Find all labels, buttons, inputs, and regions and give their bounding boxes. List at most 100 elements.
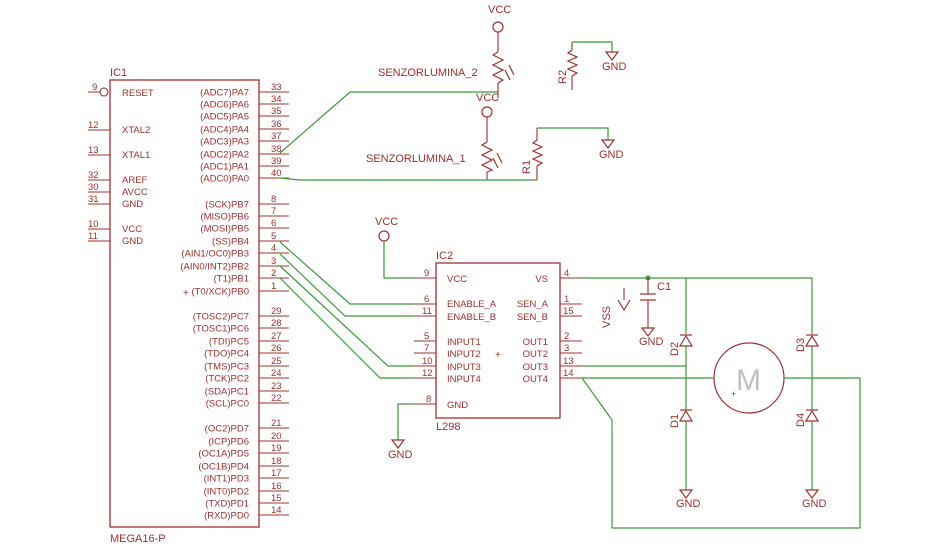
pin-name: (AIN0/INT2)PB2: [180, 262, 249, 273]
pin-name: (ADC0)PA0: [200, 174, 249, 185]
pin-name: (AIN1/OC0)PB3: [181, 249, 249, 260]
vcc-symbol: [492, 21, 504, 33]
pin-number: 14: [271, 505, 282, 516]
pin-name: INPUT4: [447, 374, 481, 385]
ic1-ref: IC1: [110, 67, 127, 79]
diode-d4: D4: [795, 409, 820, 427]
pin-name: (INT0)PD2: [204, 487, 249, 498]
pin-name: VS: [535, 274, 548, 285]
vss-symbol: [617, 299, 631, 312]
wire-pb3-enable-b: [279, 253, 414, 317]
gnd-symbol: [640, 327, 656, 337]
ic1-body: [109, 79, 260, 528]
vcc-label: VCC: [488, 4, 511, 16]
pin-number: 21: [271, 418, 282, 429]
pin-name: (SDA)PC1: [205, 387, 249, 398]
wire-vcc-ic2: [383, 241, 414, 279]
pin-name: (TOSC1)PC6: [193, 324, 249, 335]
resistor-r1: [531, 139, 544, 167]
pin-name: AVCC: [122, 187, 148, 198]
pin-name: INPUT2: [447, 349, 481, 360]
pin-number: 6: [271, 218, 276, 229]
pin-number: 4: [271, 243, 276, 254]
pin-number: 13: [88, 145, 99, 156]
pin-number: 25: [271, 356, 282, 367]
wire-ic2-gnd: [397, 403, 414, 440]
pin-name: INPUT3: [447, 362, 481, 373]
ic2-ref: IC2: [436, 250, 453, 262]
motor: M +: [713, 342, 785, 414]
gnd-symbol: [390, 439, 406, 449]
pin-name: (INT1)PD3: [204, 474, 249, 485]
diode-triangle: [804, 409, 820, 422]
pin-name: OUT3: [523, 362, 548, 373]
pin-number: 22: [271, 393, 282, 404]
pin-number: 20: [271, 431, 282, 442]
vcc-label: VCC: [476, 92, 499, 104]
gnd-symbol: [678, 489, 694, 499]
pin-number: 7: [424, 343, 429, 354]
pin-number: 3: [271, 256, 276, 267]
pin-name: XTAL2: [122, 125, 150, 136]
wire-vs-rail: [582, 277, 813, 334]
pin-name: SEN_B: [517, 312, 548, 323]
ic2-l298: IC2 L298 + 9 VCC 6 ENABLE_A 11 ENABLE_B …: [414, 250, 582, 433]
origin-cross: +: [495, 350, 501, 361]
r2-label: R2: [557, 70, 569, 84]
pin-number: 11: [422, 306, 432, 317]
pin-name: ENABLE_A: [447, 299, 497, 310]
vcc-symbol: [378, 230, 390, 242]
pin-number: 4: [564, 268, 569, 279]
wire: [572, 41, 613, 52]
c1-label: C1: [657, 281, 671, 293]
pin-number: 14: [563, 368, 574, 379]
pin-name: GND: [122, 236, 143, 247]
pin-number: 38: [271, 144, 282, 155]
pin-name: (T0/XCK)PB0: [191, 287, 249, 298]
d3-label: D3: [795, 338, 807, 352]
pin-number: 34: [271, 94, 282, 105]
pin-name: OUT2: [523, 349, 548, 360]
gnd-label: GND: [599, 149, 624, 161]
pin-number: 18: [271, 456, 282, 467]
pin-number: 40: [271, 168, 282, 179]
wire: [537, 127, 609, 140]
pin-name: (T1)PB1: [214, 274, 249, 285]
sensor-1-group: VCC SENZORLUMINA_1 R1 GND: [366, 92, 624, 180]
pin-name: XTAL1: [122, 150, 150, 161]
pin-name: (TXD)PD1: [205, 499, 249, 510]
sensor-2-label: SENZORLUMINA_2: [378, 67, 478, 79]
gnd-label: GND: [639, 336, 664, 348]
pin-number: 15: [271, 493, 282, 504]
d1-label: D1: [669, 414, 681, 428]
diode-d3: D3: [795, 334, 820, 352]
pin-name: ENABLE_B: [447, 312, 496, 323]
pin-name: GND: [122, 199, 143, 210]
pin-name: (TMS)PC3: [204, 362, 249, 373]
pin-name: AREF: [122, 175, 148, 186]
pin-name: (ADC6)PA6: [200, 100, 249, 111]
pin-name: (TDI)PC5: [209, 337, 249, 348]
r1-label: R1: [521, 160, 533, 174]
pin-number: 13: [563, 356, 574, 367]
ic2-part: L298: [436, 421, 460, 433]
pin-number: 7: [271, 206, 276, 217]
pin-number: 9: [92, 82, 97, 93]
pin-name: (MOSI)PB5: [200, 224, 249, 235]
pin-number: 15: [563, 306, 574, 317]
d2-label: D2: [669, 342, 681, 356]
pin-number: 27: [271, 331, 282, 342]
pin-name: (OC2)PD7: [205, 424, 249, 435]
gnd-label: GND: [388, 449, 413, 461]
wire-out4-loop: [581, 377, 861, 529]
wire-pa2-sensor2: [279, 91, 498, 154]
sensor-2-group: VCC SENZORLUMINA_2 R2 GND: [378, 4, 627, 98]
pin-name: (ADC1)PA1: [200, 162, 249, 173]
pin-number: 1: [271, 281, 276, 292]
pin-name: (SCL)PC0: [206, 399, 249, 410]
pin-name: (TDO)PC4: [204, 349, 249, 360]
light-arrow: [508, 64, 515, 76]
pin-name: (OC1B)PD4: [198, 462, 249, 473]
pin-name: (ADC7)PA7: [200, 88, 249, 99]
ic1-mega16: IC1 MEGA16-P 9 RESET 12 XTAL2 13 XTAL1 3…: [88, 67, 289, 545]
